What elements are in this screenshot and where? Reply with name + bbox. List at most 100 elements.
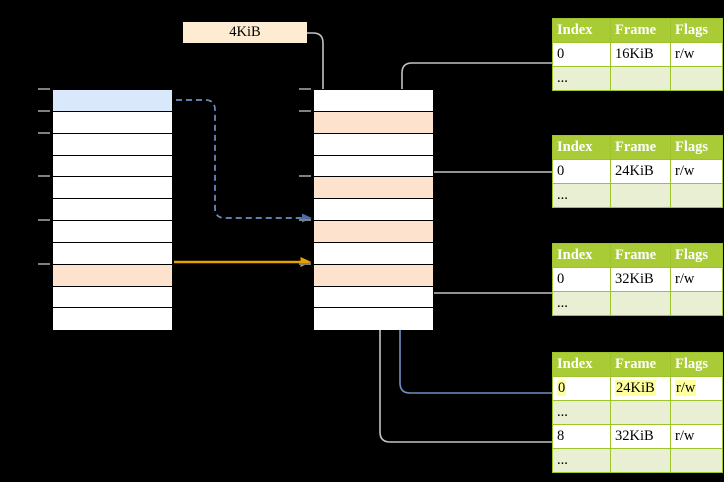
- virtual-page-tick-8: [38, 262, 50, 265]
- physical-frame-tick-8: [299, 262, 311, 265]
- page-table-level-4-row-1-cell-0: ...: [552, 400, 611, 425]
- physical-frame-row-10: [314, 308, 433, 331]
- page-table-level-2-row-0-cell-2: r/w: [670, 159, 723, 184]
- page-table-level-4-row-1: ...: [552, 400, 723, 425]
- page-table-level-4-row-3-cell-1: [610, 448, 671, 473]
- page-size-label: 4KiB: [183, 22, 307, 43]
- page-table-level-4-row-1-cell-2: [670, 400, 723, 425]
- virtual-page-tick-0: [38, 88, 50, 90]
- page-table-level-1-row-1-cell-0: ...: [552, 66, 611, 91]
- page-table-level-4-row-3: ...: [552, 448, 723, 473]
- page-table-level-4-row-0: 0 24KiB r/w: [552, 376, 723, 401]
- physical-memory-column: [313, 89, 434, 331]
- physical-frame-tick-0: [299, 88, 311, 90]
- page-table-level-2-row-1-cell-0: ...: [552, 183, 611, 208]
- page-table-level-2-row-0-cell-0: 0: [552, 159, 611, 184]
- page-table-level-1-header-frame: Frame: [610, 18, 671, 43]
- virtual-page-row-10: [53, 308, 172, 331]
- page-table-level-2-header-frame: Frame: [610, 135, 671, 160]
- wire-virtual-page-dashed: [176, 99, 312, 223]
- wire-table3-to-frame: [418, 263, 552, 294]
- page-table-level-1-row-1-cell-2: [670, 66, 723, 91]
- physical-frame-tick-6: [299, 219, 311, 222]
- page-table-level-3-header-frame: Frame: [610, 243, 671, 268]
- physical-frame-row-1: [314, 111, 433, 134]
- physical-frame-tick-4: [299, 175, 311, 178]
- page-table-level-1-row-1-cell-1: [610, 66, 671, 91]
- virtual-page-tick-4: [38, 175, 50, 178]
- page-table-level-1-header-index: Index: [552, 18, 611, 43]
- page-table-level-3-row-0-cell-1: 32KiB: [610, 267, 671, 292]
- page-table-level-2-header-index: Index: [552, 135, 611, 160]
- page-table-level-4-row-3-cell-0: ...: [552, 448, 611, 473]
- page-table-level-4-row-2-cell-2: r/w: [670, 424, 723, 449]
- page-table-level-1-row-0-cell-2: r/w: [670, 42, 723, 67]
- page-table-level-4-row-0-cell-1-highlight: 24KiB: [615, 380, 656, 396]
- page-table-level-3-header-index: Index: [552, 243, 611, 268]
- virtual-page-row-3: [53, 155, 172, 178]
- page-table-level-1-row-0-cell-0: 0: [552, 42, 611, 67]
- physical-frame-row-7: [314, 242, 433, 265]
- page-table-level-1-row-1: ...: [552, 66, 723, 91]
- virtual-page-row-0: [53, 90, 172, 112]
- virtual-page-row-6: [53, 221, 172, 243]
- page-table-level-2-row-1-cell-2: [670, 183, 723, 208]
- physical-frame-row-4: [314, 177, 433, 200]
- physical-frame-row-3: [314, 155, 433, 178]
- page-table-level-4-row-2-cell-1: 32KiB: [610, 424, 671, 449]
- physical-frame-row-2: [314, 133, 433, 156]
- wire-table2-to-frame: [416, 171, 552, 227]
- physical-frame-row-6: [314, 221, 433, 243]
- physical-frame-row-5: [314, 199, 433, 222]
- virtual-page-row-8: [53, 264, 172, 287]
- virtual-page-row-9: [53, 286, 172, 309]
- physical-frame-row-9: [314, 286, 433, 309]
- page-table-level-3-row-1-cell-0: ...: [552, 291, 611, 316]
- page-table-level-2-row-1-cell-1: [610, 183, 671, 208]
- virtual-page-tick-6: [38, 219, 50, 222]
- virtual-address-space-column: [52, 89, 173, 331]
- physical-frame-row-0: [314, 90, 433, 112]
- physical-frame-row-8: [314, 264, 433, 287]
- page-table-level-1-row-0-cell-1: 16KiB: [610, 42, 671, 67]
- page-table-level-3-row-1: ...: [552, 291, 723, 316]
- page-table-level-3-row-0-cell-2: r/w: [670, 267, 723, 292]
- page-table-level-4-row-0-cell-0: 0: [552, 376, 611, 401]
- virtual-page-row-7: [53, 242, 172, 265]
- page-table-level-4-row-0-cell-0-highlight: 0: [557, 380, 567, 396]
- physical-frame-tick-1: [299, 109, 311, 112]
- page-table-level-3-row-1-cell-2: [670, 291, 723, 316]
- page-table-level-3-row-1-cell-1: [610, 291, 671, 316]
- virtual-page-row-2: [53, 133, 172, 156]
- page-table-level-4-row-0-cell-2-highlight: r/w: [675, 380, 697, 396]
- page-table-level-4-row-0-cell-2: r/w: [670, 376, 723, 401]
- page-table-level-4-header-flags: Flags: [670, 352, 723, 377]
- page-table-level-3-row-0-cell-0: 0: [552, 267, 611, 292]
- page-table-level-1-header-flags: Flags: [670, 18, 723, 43]
- page-table-level-2-row-0-cell-1: 24KiB: [610, 159, 671, 184]
- page-table-level-4-row-1-cell-1: [610, 400, 671, 425]
- page-table-level-3-header-flags: Flags: [670, 243, 723, 268]
- page-table-level-2-row-1: ...: [552, 183, 723, 208]
- virtual-page-row-4: [53, 177, 172, 200]
- virtual-page-tick-1: [38, 109, 50, 112]
- page-table-level-4-header-index: Index: [552, 352, 611, 377]
- virtual-page-row-1: [53, 111, 172, 134]
- virtual-page-tick-2: [38, 131, 50, 134]
- page-table-level-4-row-2-cell-0: 8: [552, 424, 611, 449]
- page-table-level-2-header-flags: Flags: [670, 135, 723, 160]
- page-table-level-4-row-0-cell-1: 24KiB: [610, 376, 671, 401]
